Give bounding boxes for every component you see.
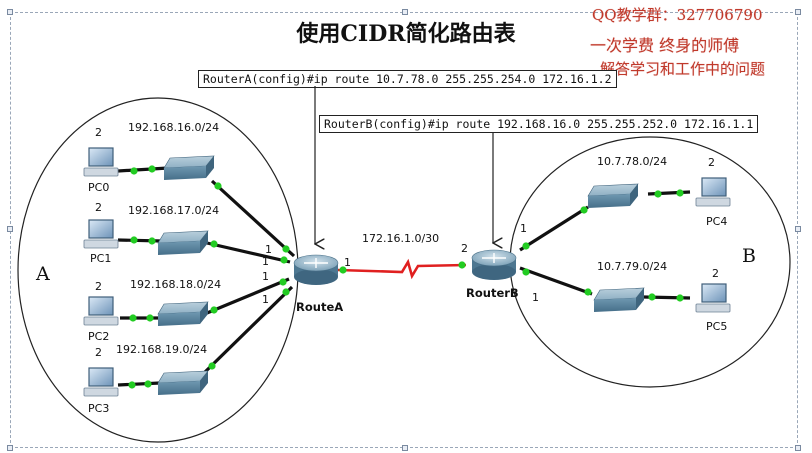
pc4[interactable] bbox=[695, 177, 731, 207]
pc0-label: PC0 bbox=[88, 181, 109, 194]
port-indicators bbox=[128, 165, 684, 389]
wan-network: 172.16.1.0/30 bbox=[362, 232, 439, 245]
diagram-title: 使用CIDR简化路由表 bbox=[296, 21, 516, 47]
promo-line-2: 一次学费 终身的师傅 bbox=[590, 36, 740, 55]
router-b-wan-port: 2 bbox=[461, 242, 468, 255]
router-a-port-2: 1 bbox=[262, 255, 269, 268]
resize-handle-r[interactable] bbox=[795, 226, 801, 232]
promo-line-1: QQ教学群：327706790 bbox=[592, 6, 763, 24]
router-b[interactable] bbox=[471, 249, 517, 280]
resize-handle-l[interactable] bbox=[7, 226, 13, 232]
pc5-port: 2 bbox=[712, 267, 719, 280]
wan-serial-link bbox=[337, 258, 467, 280]
pc3-port: 2 bbox=[95, 346, 102, 359]
lan-b1-network: 10.7.79.0/24 bbox=[597, 260, 667, 273]
router-b-label: RouterB bbox=[466, 286, 519, 300]
router-a-port-1: 1 bbox=[265, 243, 272, 256]
lan-a0-network: 192.168.16.0/24 bbox=[128, 121, 219, 134]
area-a-label: A bbox=[35, 263, 50, 285]
router-a-port-3: 1 bbox=[262, 270, 269, 283]
promo-line-3: 解答学习和工作中的问题 bbox=[600, 60, 766, 78]
router-b-port-1: 1 bbox=[520, 222, 527, 235]
switch-a1[interactable] bbox=[157, 230, 209, 255]
pc5-label: PC5 bbox=[706, 320, 727, 333]
resize-handle-t[interactable] bbox=[402, 9, 408, 15]
resize-handle-bl[interactable] bbox=[7, 445, 13, 451]
switch-a0[interactable] bbox=[163, 155, 215, 180]
router-a-command-box: RouterA(config)#ip route 10.7.78.0 255.2… bbox=[198, 70, 617, 88]
pc4-label: PC4 bbox=[706, 215, 727, 228]
lan-a2-network: 192.168.18.0/24 bbox=[130, 278, 221, 291]
lan-a3-network: 192.168.19.0/24 bbox=[116, 343, 207, 356]
pc5[interactable] bbox=[695, 283, 731, 313]
pc0-port: 2 bbox=[95, 126, 102, 139]
pc4-port: 2 bbox=[708, 156, 715, 169]
pc2-port: 2 bbox=[95, 280, 102, 293]
router-a-label: RouteA bbox=[296, 300, 343, 314]
router-b-port-2: 1 bbox=[532, 291, 539, 304]
pc3[interactable] bbox=[83, 367, 119, 397]
pc1-port: 2 bbox=[95, 201, 102, 214]
pc1[interactable] bbox=[83, 219, 119, 249]
pc2-label: PC2 bbox=[88, 330, 109, 343]
pc1-label: PC1 bbox=[90, 252, 111, 265]
resize-handle-br[interactable] bbox=[795, 445, 801, 451]
resize-handle-b[interactable] bbox=[402, 445, 408, 451]
switch-router-links bbox=[203, 179, 593, 374]
resize-handle-tr[interactable] bbox=[795, 9, 801, 15]
lan-b0-network: 10.7.78.0/24 bbox=[597, 155, 667, 168]
router-a[interactable] bbox=[293, 254, 339, 285]
router-a-wan-port: 1 bbox=[344, 256, 351, 269]
switch-a3[interactable] bbox=[157, 370, 209, 395]
switch-b0[interactable] bbox=[587, 183, 639, 208]
switch-a2[interactable] bbox=[157, 301, 209, 326]
router-b-command-box: RouterB(config)#ip route 192.168.16.0 25… bbox=[319, 115, 759, 133]
pc3-label: PC3 bbox=[88, 402, 109, 415]
area-b-label: B bbox=[742, 245, 756, 267]
resize-handle-tl[interactable] bbox=[7, 9, 13, 15]
router-a-port-4: 1 bbox=[262, 293, 269, 306]
lan-a1-network: 192.168.17.0/24 bbox=[128, 204, 219, 217]
pc0[interactable] bbox=[83, 147, 119, 177]
switch-b1[interactable] bbox=[593, 287, 645, 312]
pc2[interactable] bbox=[83, 296, 119, 326]
